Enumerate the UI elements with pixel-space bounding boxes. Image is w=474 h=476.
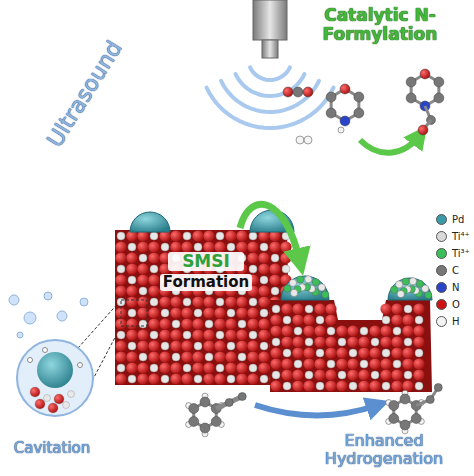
technique-label: Ultrasound <box>40 33 129 156</box>
legend-swatch <box>436 265 447 276</box>
legend-swatch <box>436 231 447 242</box>
legend-label: O <box>452 299 460 310</box>
sound-waves <box>207 67 334 128</box>
reaction-title: Enhanced Hydrogenation <box>296 432 472 467</box>
legend-label: N <box>452 282 459 293</box>
legend-entry: O <box>436 299 460 310</box>
cavitation-bubbles <box>9 292 121 416</box>
process-label: Formation <box>160 274 252 291</box>
reaction-title: Catalytic N-Formylation <box>288 6 472 43</box>
legend-entry: Ti⁴⁺ <box>436 231 470 242</box>
legend-entry: C <box>436 265 459 276</box>
legend-label: Pd <box>452 214 464 225</box>
titania-slab-smsi <box>270 276 432 392</box>
legend-label: Ti⁴⁺ <box>452 231 470 242</box>
legend-entry: Pd <box>436 214 464 225</box>
legend-swatch <box>436 248 447 259</box>
legend-swatch <box>436 282 447 293</box>
legend-entry: N <box>436 282 459 293</box>
legend-entry: H <box>436 316 460 327</box>
legend-swatch <box>436 214 447 225</box>
reaction-arrows <box>240 135 420 416</box>
cavitation-label: Cavitation <box>2 440 102 457</box>
legend-label: Ti³⁺ <box>452 248 470 259</box>
legend-label: C <box>452 265 459 276</box>
ultrasound-horn <box>253 0 287 58</box>
titania-slab <box>115 210 294 385</box>
legend-swatch <box>436 299 447 310</box>
legend-swatch <box>436 316 447 327</box>
legend-entry: Ti³⁺ <box>436 248 470 259</box>
smsi-label: SMSI <box>168 252 244 271</box>
legend-label: H <box>452 316 460 327</box>
